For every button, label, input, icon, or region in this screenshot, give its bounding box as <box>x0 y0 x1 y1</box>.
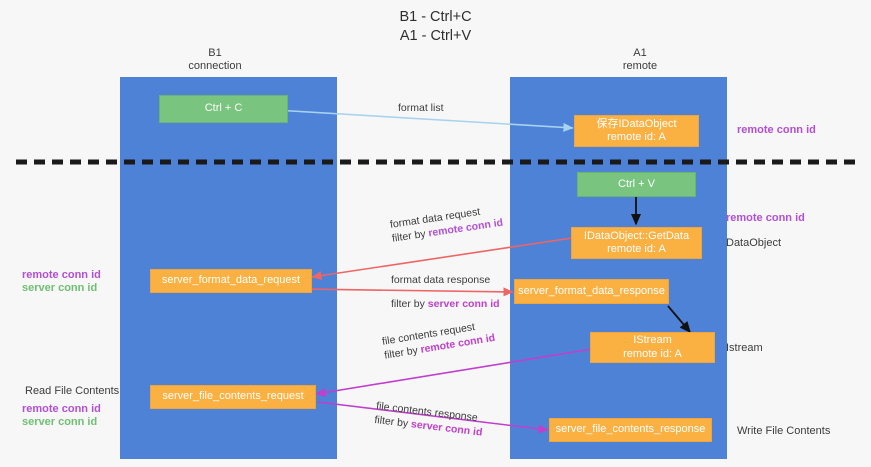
node-server-format-data-request[interactable]: server_format_data_request <box>150 269 312 293</box>
node-server-format-data-response[interactable]: server_format_data_response <box>514 279 669 304</box>
node-istream-line-2: remote id: A <box>623 347 682 360</box>
edge-label-fmt-resp-key: server conn id <box>427 298 500 310</box>
node-ctrl-c[interactable]: Ctrl + C <box>159 95 288 123</box>
node-ctrl-v-label: Ctrl + V <box>618 177 655 190</box>
node-ctrl-v[interactable]: Ctrl + V <box>577 172 696 197</box>
edge-label-file-contents-request: file contents request filter by remote c… <box>381 317 496 363</box>
edge-label-format-list: format list <box>398 102 444 114</box>
edge-label-fmt-req-prefix: filter by <box>391 227 430 245</box>
side-label-left-server-conn-id: server conn id <box>22 282 98 294</box>
node-istream[interactable]: IStream remote id: A <box>590 332 715 363</box>
node-server-file-contents-request-label: server_file_contents_request <box>162 390 304 403</box>
edge-label-format-data-request: format data request filter by remote con… <box>389 202 504 246</box>
node-ctrl-c-label: Ctrl + C <box>204 102 243 115</box>
side-label-left-remote-conn-id-2: remote conn id <box>22 403 101 415</box>
node-server-format-data-response-label: server_format_data_response <box>518 284 665 297</box>
diagram-title-line-2: A1 - Ctrl+V <box>399 28 472 44</box>
node-save-idataobject[interactable]: 保存IDataObject remote id: A <box>574 115 699 147</box>
node-istream-line-1: IStream <box>633 334 672 346</box>
side-label-remote-conn-id-mid: remote conn id <box>726 212 805 224</box>
side-label-read-file-contents: Read File Contents <box>25 385 120 397</box>
lane-header-a1-name: A1 <box>633 47 647 59</box>
lane-header-a1: A1 remote <box>575 47 705 73</box>
node-save-idataobject-line-1: 保存IDataObject <box>596 117 677 130</box>
node-save-idataobject-line-2: remote id: A <box>607 131 666 143</box>
edge-label-format-data-response-line-1: format data response <box>391 274 491 286</box>
lane-header-a1-sub: remote <box>622 60 658 72</box>
lane-header-b1: B1 connection <box>150 47 280 73</box>
edge-label-file-resp-prefix: filter by <box>373 413 412 431</box>
node-idataobject-getdata-line-1: IDataObject::GetData <box>583 229 690 242</box>
lane-header-b1-name: B1 <box>208 47 222 59</box>
side-label-remote-conn-id-top: remote conn id <box>737 124 816 136</box>
diagram-title: B1 - Ctrl+C A1 - Ctrl+V <box>0 8 871 46</box>
side-label-write-file-contents: Write File Contents <box>737 425 831 437</box>
diagram-title-line-1: B1 - Ctrl+C <box>399 9 472 25</box>
node-server-file-contents-response[interactable]: server_file_contents_response <box>549 418 712 442</box>
edge-label-fmt-resp-prefix: filter by <box>391 298 428 310</box>
side-label-istream: Istream <box>726 342 763 354</box>
side-label-dataobject: DataObject <box>726 237 782 249</box>
edge-label-format-data-response: format data response filter by server co… <box>391 273 500 311</box>
side-label-left-remote-conn-id: remote conn id <box>22 269 101 281</box>
edge-label-format-data-response-line-2: filter by server conn id <box>391 297 500 311</box>
node-idataobject-getdata[interactable]: IDataObject::GetData remote id: A <box>571 227 702 259</box>
node-server-file-contents-response-label: server_file_contents_response <box>555 423 706 436</box>
node-server-format-data-request-label: server_format_data_request <box>161 274 301 287</box>
side-label-left-server-conn-id-2: server conn id <box>22 416 98 428</box>
lane-header-b1-sub: connection <box>188 60 242 72</box>
edge-label-file-contents-response: file contents response filter by server … <box>374 399 485 440</box>
node-server-file-contents-request[interactable]: server_file_contents_request <box>150 385 316 409</box>
node-idataobject-getdata-line-2: remote id: A <box>607 243 666 255</box>
